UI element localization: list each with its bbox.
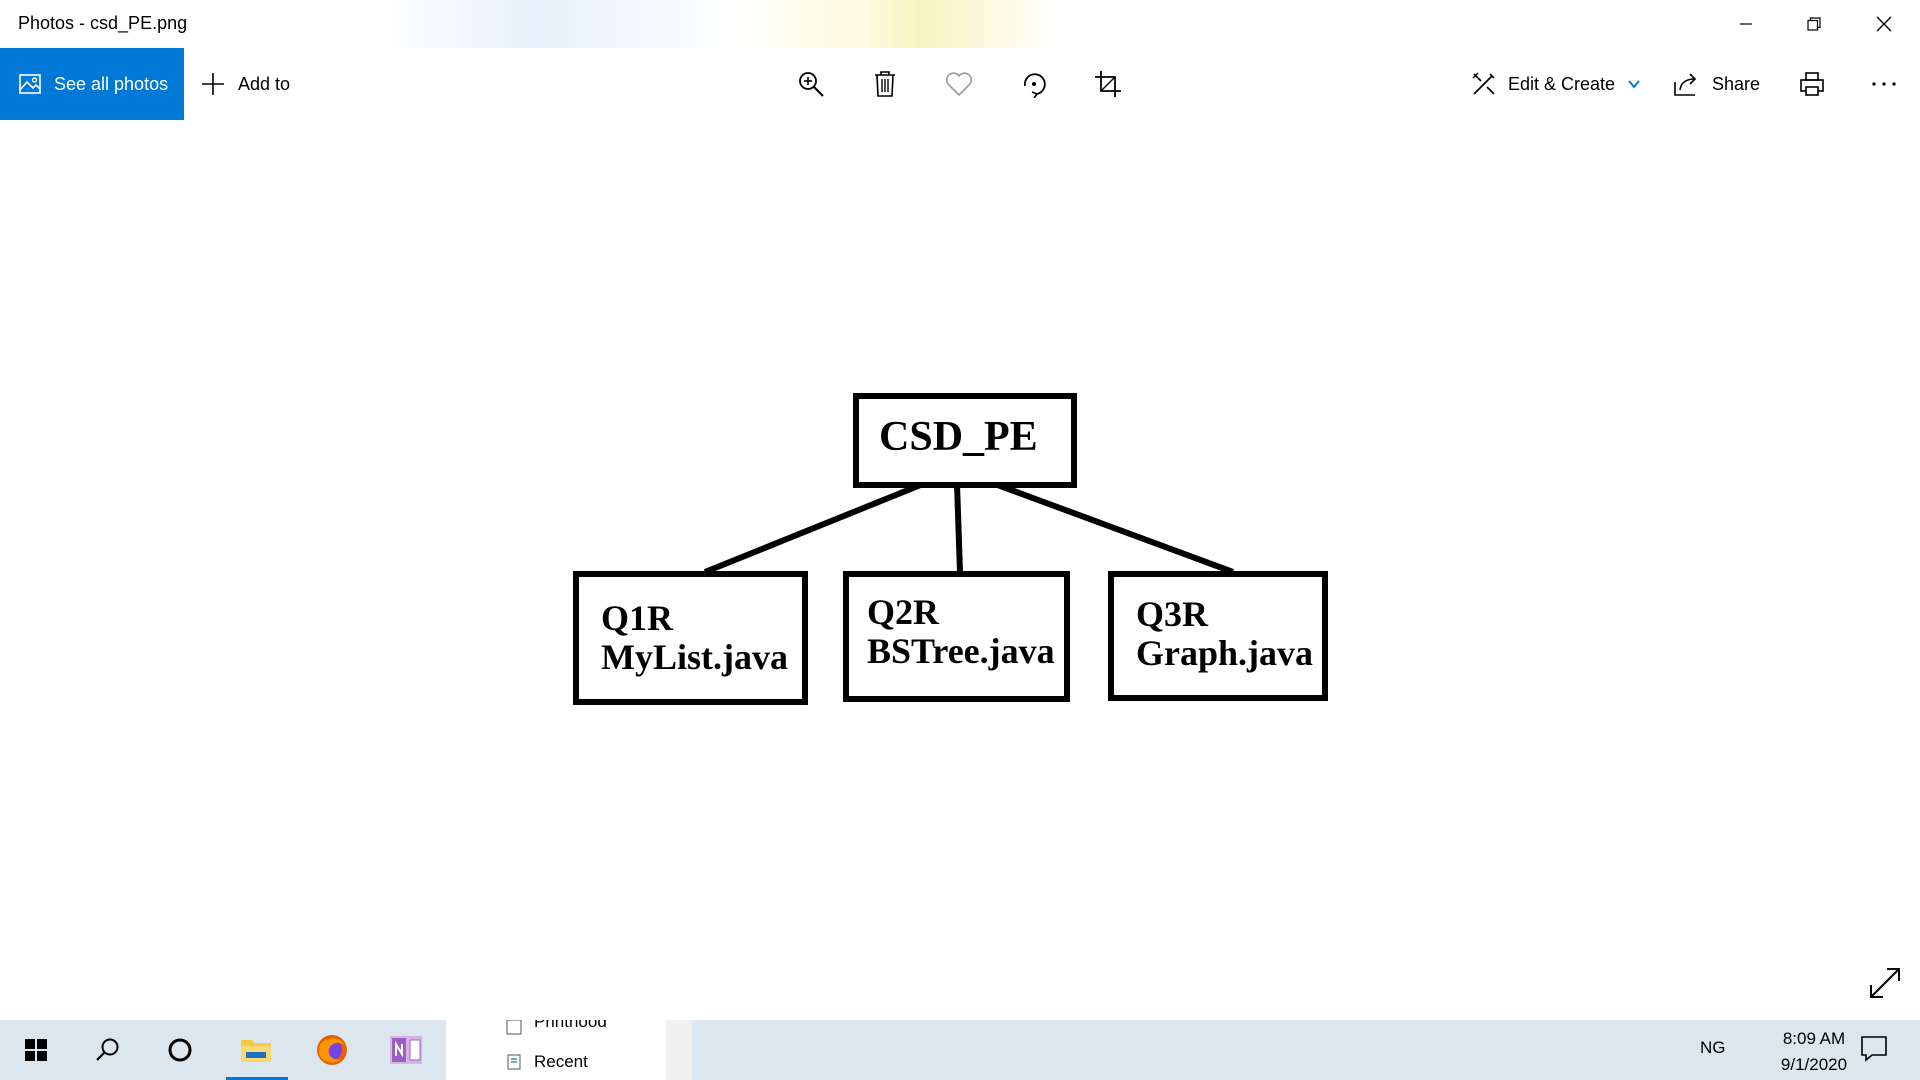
- notification-icon: [1861, 1036, 1887, 1062]
- language-indicator[interactable]: NG: [1700, 1038, 1726, 1057]
- child-node-file: MyList.java: [601, 637, 788, 677]
- active-app-indicator: [226, 1077, 288, 1080]
- child-node-q3r: Q3R Graph.java: [1108, 571, 1328, 701]
- edit-create-icon: [1472, 72, 1495, 95]
- more-button[interactable]: [1868, 68, 1900, 100]
- root-node-label: CSD_PE: [879, 414, 1038, 460]
- zoom-in-icon: [799, 72, 824, 97]
- title-bar: Photos - csd_PE.png: [0, 0, 1920, 48]
- restore-button[interactable]: [1780, 0, 1848, 48]
- child-node-file: Graph.java: [1136, 633, 1314, 673]
- jump-list-scrollbar[interactable]: [666, 1020, 692, 1080]
- clock-time: 8:09 AM: [1782, 1029, 1846, 1048]
- rotate-button[interactable]: [1018, 68, 1050, 100]
- rotate-icon: [1023, 73, 1046, 98]
- crop-icon: [1095, 71, 1121, 97]
- clock[interactable]: 8:09 AM 9/1/2020: [1754, 1026, 1874, 1078]
- more-icon: [1872, 82, 1896, 86]
- firefox-button[interactable]: [296, 1020, 368, 1080]
- window-title: Photos - csd_PE.png: [18, 13, 188, 33]
- child-node-title: Q1R: [601, 598, 673, 638]
- onenote-button[interactable]: [370, 1020, 442, 1080]
- cortana-button[interactable]: [144, 1020, 216, 1080]
- favorite-button[interactable]: [943, 68, 975, 100]
- folder-icon: [506, 1020, 522, 1035]
- connector-lines: [703, 481, 1235, 575]
- minimize-button[interactable]: [1712, 0, 1780, 48]
- favorite-icon: [945, 72, 973, 97]
- child-node-file: BSTree.java: [867, 631, 1055, 671]
- photo-canvas: CSD_PE Q1R MyList.java Q2R BSTree.java Q…: [0, 120, 1920, 1020]
- share-button[interactable]: Share: [1672, 48, 1760, 120]
- add-to-label: Add to: [238, 73, 291, 94]
- close-button[interactable]: [1850, 0, 1918, 48]
- add-to-button[interactable]: Add to: [200, 48, 290, 120]
- action-center-button[interactable]: [1858, 1032, 1894, 1068]
- start-button[interactable]: [0, 1020, 72, 1080]
- cortana-icon: [168, 1038, 192, 1062]
- see-all-photos-label: See all photos: [54, 73, 169, 94]
- jump-list-item[interactable]: Recent: [534, 1052, 588, 1071]
- zoom-in-button[interactable]: [795, 68, 827, 100]
- restore-icon: [1807, 17, 1821, 31]
- share-label: Share: [1712, 73, 1761, 94]
- delete-icon: [875, 71, 895, 97]
- system-tray: NG 8:09 AM 9/1/2020: [1698, 1020, 1920, 1080]
- plus-icon: [202, 73, 224, 95]
- child-node-q2r: Q2R BSTree.java: [843, 571, 1070, 702]
- see-all-photos-button[interactable]: See all photos: [0, 48, 184, 120]
- print-icon: [1800, 72, 1824, 96]
- child-node-title: Q3R: [1136, 594, 1208, 634]
- clock-date: 9/1/2020: [1780, 1055, 1848, 1074]
- taskbar: [0, 1020, 1920, 1080]
- firefox-icon: [317, 1035, 347, 1065]
- root-node: CSD_PE: [853, 393, 1077, 488]
- child-node-q1r: Q1R MyList.java: [573, 571, 808, 705]
- minimize-icon: [1740, 23, 1752, 25]
- delete-button[interactable]: [869, 68, 901, 100]
- search-button[interactable]: [72, 1020, 144, 1080]
- recent-icon: [507, 1054, 521, 1070]
- file-explorer-button[interactable]: [220, 1020, 292, 1080]
- windows-start-icon: [25, 1039, 47, 1061]
- jump-list-item[interactable]: Printhood: [534, 1020, 607, 1031]
- chevron-down-icon: [1628, 80, 1640, 89]
- jump-list: Printhood Recent: [446, 1020, 692, 1080]
- edit-create-label: Edit & Create: [1508, 73, 1616, 94]
- expand-icon: [1870, 968, 1900, 998]
- toolbar: See all photos Add to: [0, 48, 1920, 120]
- search-icon: [96, 1038, 119, 1061]
- print-button[interactable]: [1796, 68, 1828, 100]
- close-icon: [1876, 16, 1892, 32]
- share-icon: [1674, 73, 1697, 96]
- child-node-title: Q2R: [867, 592, 939, 632]
- edit-create-button[interactable]: Edit & Create: [1470, 48, 1641, 120]
- onenote-icon: [390, 1036, 422, 1064]
- fullscreen-button[interactable]: [1868, 966, 1902, 1000]
- file-explorer-icon: [241, 1040, 271, 1062]
- photos-icon: [19, 74, 41, 94]
- crop-button[interactable]: [1092, 68, 1124, 100]
